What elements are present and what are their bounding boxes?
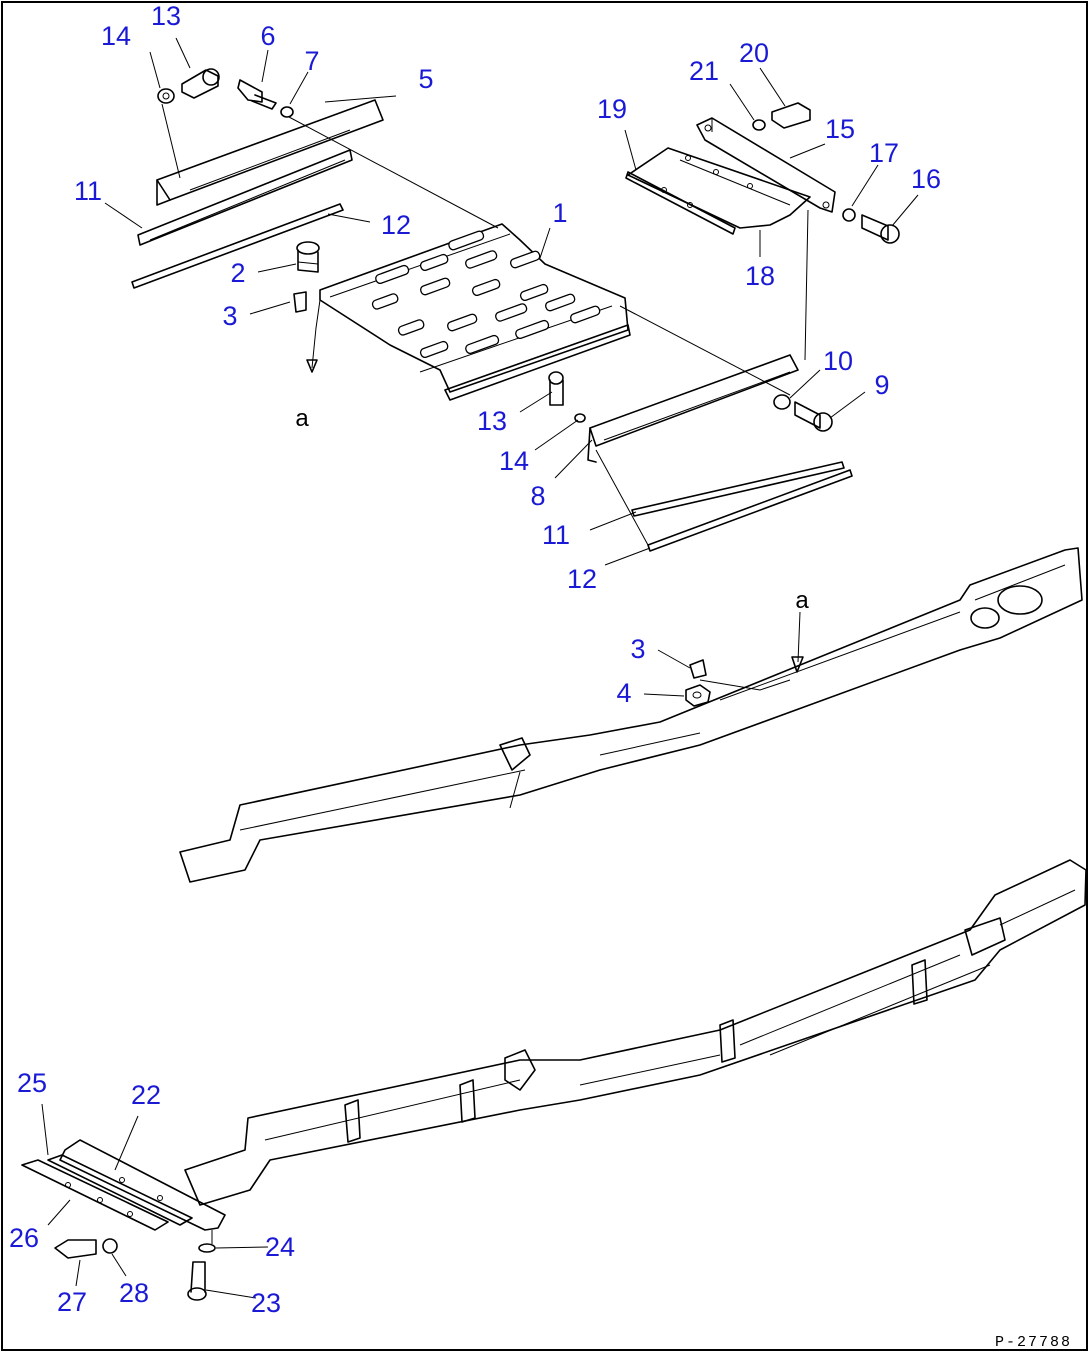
callout-11: 11 [542, 520, 570, 550]
strip-right-11 [631, 461, 845, 517]
arrow-a-top [306, 359, 318, 373]
floor-plate-1 [319, 223, 631, 401]
bolt-2 [296, 241, 320, 273]
callout-13: 13 [477, 406, 507, 436]
callout-14: 14 [499, 446, 529, 476]
callout-21: 21 [689, 56, 719, 86]
callout-2: 2 [230, 258, 245, 288]
strip-right-12 [647, 469, 853, 552]
callout-12: 12 [567, 564, 597, 594]
callout-3: 3 [630, 634, 645, 664]
callout-11: 11 [74, 176, 102, 206]
callout-23: 23 [251, 1288, 281, 1318]
bolt-20 [771, 102, 811, 129]
washer-3-top [293, 291, 307, 313]
callout-13: 13 [151, 1, 181, 31]
callout-24: 24 [265, 1232, 295, 1262]
washer-7 [280, 106, 294, 118]
bolt-16 [861, 214, 900, 244]
bolt-9 [794, 401, 833, 432]
bracket-15 [696, 117, 836, 213]
frame-rail-lower [184, 859, 1087, 1206]
callout-16: 16 [911, 164, 941, 194]
bolt-13-top [181, 68, 220, 99]
washer-28 [102, 1238, 118, 1254]
callout-1: 1 [552, 198, 567, 228]
strip-19 [625, 171, 736, 235]
callout-12: 12 [381, 210, 411, 240]
strip-25 [47, 1154, 193, 1226]
callout-10: 10 [823, 346, 853, 376]
bolt-6 [237, 79, 277, 110]
callout-26: 26 [9, 1223, 39, 1253]
arrow-a-lower [791, 656, 804, 673]
cover-bracket-left [156, 99, 384, 206]
drawing-code: P-27788 [995, 1334, 1072, 1351]
nut-4 [685, 684, 711, 707]
bolt-13-centre [548, 371, 564, 406]
callout-6: 6 [260, 21, 275, 51]
callout-19: 19 [597, 94, 627, 124]
callout-3: 3 [222, 301, 237, 331]
strip-26 [21, 1159, 169, 1231]
callout-7: 7 [304, 46, 319, 76]
callout-22: 22 [131, 1080, 161, 1110]
washer-21 [752, 119, 766, 131]
strip-left-12 [131, 203, 344, 289]
callout-14: 14 [101, 21, 131, 51]
callout-5: 5 [418, 64, 433, 94]
bolt-27 [54, 1239, 97, 1259]
callout-4: 4 [616, 678, 631, 708]
bolt-23 [187, 1261, 207, 1301]
washer-3-lower [689, 659, 707, 679]
callout-25: 25 [17, 1068, 47, 1098]
callout-27: 27 [57, 1287, 87, 1317]
callout-8: 8 [530, 481, 545, 511]
washer-24 [198, 1243, 216, 1253]
callout-9: 9 [874, 370, 889, 400]
frame-rail-upper [179, 547, 1083, 883]
plate-18 [627, 147, 811, 229]
view-marker-a-top: a [295, 405, 309, 432]
callout-15: 15 [825, 114, 855, 144]
side-rail-8 [587, 354, 799, 463]
callout-18: 18 [745, 261, 775, 291]
washer-14-centre [574, 413, 586, 423]
callout-28: 28 [119, 1278, 149, 1308]
strip-left-11 [137, 149, 353, 246]
plate-22 [59, 1139, 226, 1231]
washer-10 [773, 394, 791, 410]
callout-20: 20 [739, 38, 769, 68]
callout-17: 17 [869, 138, 899, 168]
washer-17 [842, 208, 856, 222]
washer-14-top [157, 88, 175, 104]
view-marker-a-lower: a [795, 587, 809, 614]
